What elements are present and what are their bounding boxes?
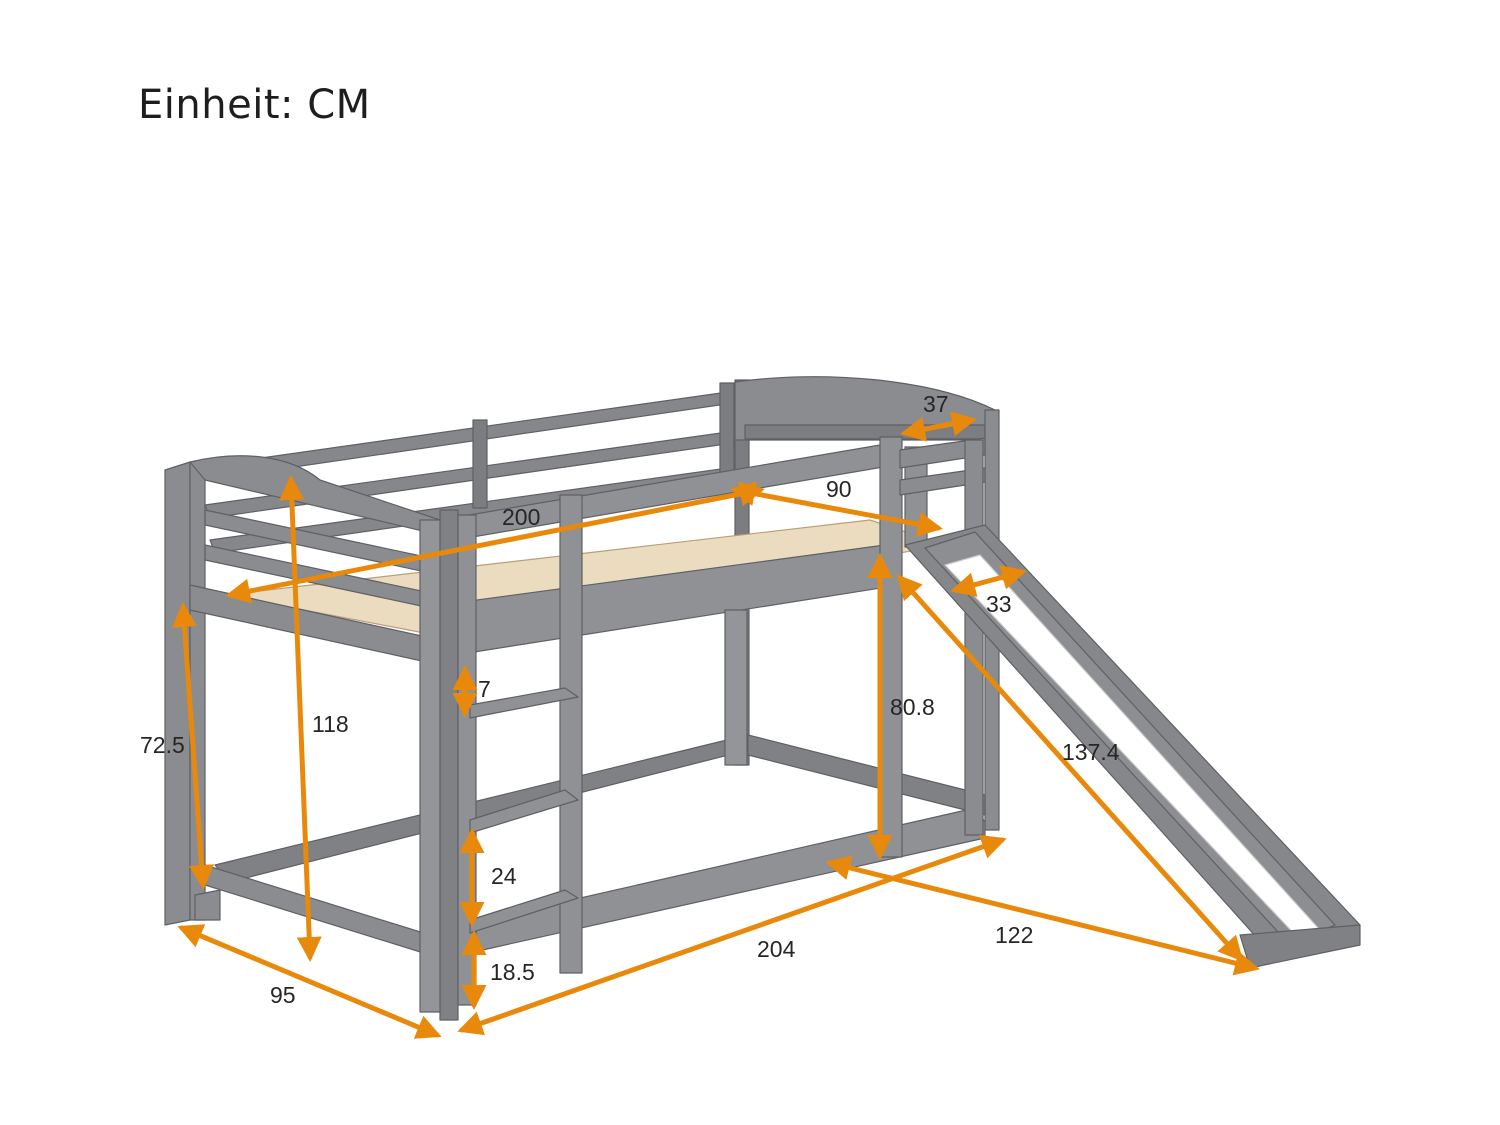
dim-label-95: 95	[270, 982, 296, 1008]
dimension-labels: 37 200 90 33 7 72.5 118 80.8 137.4 24 18…	[140, 391, 1120, 1008]
dim-label-90: 90	[826, 476, 852, 502]
dim-label-37: 37	[923, 391, 949, 417]
dim-label-24: 24	[491, 863, 517, 889]
back-bottom-right-rail	[747, 734, 986, 816]
dim-label-204: 204	[757, 936, 796, 962]
dim-label-18-5: 18.5	[490, 959, 535, 985]
dim-arrow-118	[279, 475, 322, 962]
unit-title: Einheit: CM	[138, 82, 371, 128]
dim-arrow-90	[730, 481, 943, 537]
dim-label-200: 200	[502, 504, 540, 530]
dim-arrow-95	[177, 924, 442, 1039]
dim-label-137-4: 137.4	[1062, 739, 1120, 765]
dim-arrow-72-5	[171, 602, 215, 890]
dim-arrow-37	[900, 411, 977, 442]
dim-arrow-122	[825, 855, 1260, 976]
left-end-frame	[164, 455, 441, 956]
dim-label-33: 33	[986, 591, 1012, 617]
dim-label-80-8: 80.8	[890, 694, 935, 720]
dim-label-122: 122	[995, 922, 1033, 948]
dim-label-118: 118	[312, 711, 349, 737]
dimension-arrows	[171, 411, 1260, 1039]
dim-label-72-5: 72.5	[140, 732, 185, 758]
back-lower-rail	[214, 737, 749, 883]
dim-label-7: 7	[478, 676, 491, 702]
corner-posts	[419, 509, 748, 1021]
